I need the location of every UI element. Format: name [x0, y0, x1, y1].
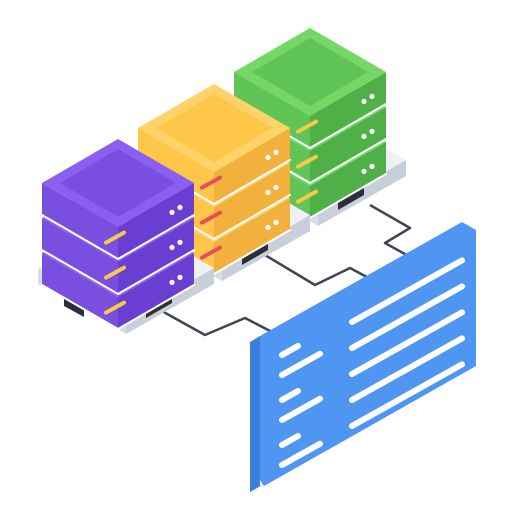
unit-divider: [41, 284, 119, 330]
panel-text-line: [349, 257, 465, 325]
led-dot: [369, 128, 375, 134]
panel-text-line: [349, 309, 465, 377]
panel-text-line: [349, 283, 465, 351]
base-slot: [242, 242, 268, 265]
status-light: [200, 245, 222, 260]
status-light: [200, 175, 222, 190]
led-dot: [169, 244, 175, 250]
server-unit-right: [118, 183, 194, 259]
unit-divider: [117, 284, 195, 330]
server-unit-right: [214, 198, 290, 274]
panel-text-line: [279, 388, 301, 403]
status-light: [200, 210, 222, 225]
server-top-inset: [156, 94, 272, 162]
server-unit-right: [310, 72, 386, 148]
server-unit-left: [42, 253, 118, 329]
server-stack-icon: [38, 139, 214, 334]
panel-text-line: [279, 440, 323, 468]
led-dot: [177, 204, 183, 210]
led-dot: [361, 98, 367, 104]
unit-divider: [117, 214, 195, 260]
status-light: [296, 189, 318, 204]
led-dot: [369, 93, 375, 99]
status-light: [296, 154, 318, 169]
led-dot: [265, 189, 271, 195]
panel-edge: [250, 336, 260, 492]
server-unit-right: [310, 142, 386, 218]
led-dot: [273, 184, 279, 190]
panel-text-line: [349, 335, 465, 403]
unit-divider: [117, 249, 195, 295]
led-dot: [265, 224, 271, 230]
wire-green-to-panel: [369, 203, 413, 260]
server-unit-right: [310, 107, 386, 183]
server-top-inset: [60, 149, 176, 217]
dashboard-panel-icon: [250, 222, 476, 492]
panel-text-line: [279, 350, 323, 378]
panel-text-line: [349, 387, 465, 455]
server-unit-left: [234, 72, 310, 148]
unit-divider: [309, 173, 387, 219]
panel-face: [260, 222, 476, 486]
wire-purple-to-panel: [159, 308, 273, 337]
led-dot: [169, 279, 175, 285]
status-light: [104, 230, 126, 245]
server-top-inset: [252, 38, 368, 106]
led-dot: [273, 149, 279, 155]
panel-text-line: [279, 395, 323, 423]
status-light: [104, 300, 126, 315]
led-dot: [361, 133, 367, 139]
server-unit-right: [214, 163, 290, 239]
network-link-icon: [159, 203, 413, 337]
unit-divider: [309, 103, 387, 149]
led-dot: [265, 154, 271, 160]
unit-divider: [41, 249, 119, 295]
base-slot: [338, 187, 364, 210]
server-unit-left: [42, 183, 118, 259]
base-slot: [64, 298, 84, 317]
server-unit-right: [214, 128, 290, 204]
led-dot: [369, 163, 375, 169]
server-unit-left: [138, 128, 214, 204]
unit-divider: [41, 214, 119, 260]
led-dot: [361, 168, 367, 174]
unit-divider: [213, 194, 291, 240]
status-light: [104, 265, 126, 280]
unit-divider: [213, 159, 291, 205]
panel-content-lines: [279, 257, 465, 468]
led-dot: [177, 239, 183, 245]
server-unit-right: [118, 218, 194, 294]
led-dot: [169, 209, 175, 215]
panel-text-line: [279, 343, 301, 358]
server-unit-right: [118, 253, 194, 329]
wire-yellow-to-panel: [264, 253, 379, 287]
panel-text-line: [279, 433, 301, 448]
panel-text-line: [349, 361, 465, 429]
led-dot: [177, 274, 183, 280]
status-light: [296, 119, 318, 134]
server-unit-left: [42, 218, 118, 294]
unit-divider: [309, 138, 387, 184]
unit-divider: [213, 229, 291, 275]
led-dot: [273, 219, 279, 225]
